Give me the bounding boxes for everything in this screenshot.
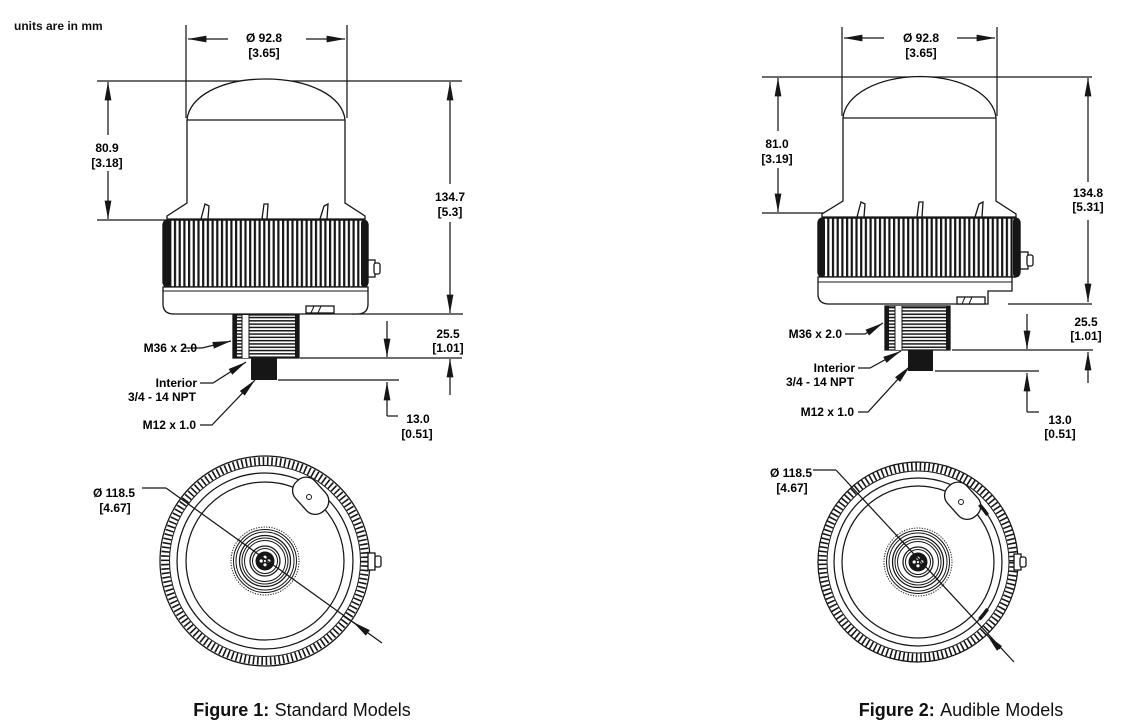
fig1-total-height-mm: 134.7 xyxy=(435,190,465,204)
fig2-bottom-side-port xyxy=(1013,553,1027,571)
fig2-top-diameter-in: [3.65] xyxy=(905,46,936,60)
lens-tab-left xyxy=(200,203,210,220)
fig1-mounting-tab xyxy=(291,476,330,516)
fig2-interior-label-line2: 3/4 - 14 NPT xyxy=(786,375,855,389)
figure1-caption-label: Figure 1: xyxy=(193,700,270,720)
fig1-bottom-side-port xyxy=(367,552,382,571)
fig1-total-height-in: [5.3] xyxy=(438,205,463,219)
fig1-base xyxy=(162,286,369,315)
mounting-stud-m36 xyxy=(232,314,300,359)
fig1-center-connector xyxy=(230,526,300,596)
fig2-connector-height-mm: 13.0 xyxy=(1048,413,1072,427)
figure1-side-view xyxy=(97,25,463,381)
fig2-lens-height-in: [3.19] xyxy=(761,152,792,166)
figure1-caption-text: Standard Models xyxy=(274,700,411,720)
fig2-top-diameter-mm: Ø 92.8 xyxy=(903,31,939,45)
fig2-m12-connector xyxy=(908,350,933,371)
fig1-top-diameter-mm: Ø 92.8 xyxy=(246,31,282,45)
figure1-caption: Figure 1:Standard Models xyxy=(150,700,454,721)
fig1-stud-height-mm: 25.5 xyxy=(436,327,460,341)
fig2-center-connector xyxy=(883,527,953,597)
fig2-stud-height-in: [1.01] xyxy=(1070,329,1101,343)
figure2-caption-label: Figure 2: xyxy=(858,700,935,720)
fig1-lens-height-in: [3.18] xyxy=(91,156,122,170)
lens-tab-right xyxy=(319,202,329,220)
fig1-base-diameter-mm: Ø 118.5 xyxy=(93,486,135,500)
fig2-diameter-leader xyxy=(835,469,1015,663)
fig2-thread-label: M36 x 2.0 xyxy=(789,327,843,341)
fig1-knurl-ticks xyxy=(161,457,369,665)
fig2-audio-slot-upper xyxy=(978,503,990,516)
fig2-lens-height-mm: 81.0 xyxy=(765,137,789,151)
fig1-tab-hole xyxy=(306,494,312,500)
fig2-total-height-mm: 134.8 xyxy=(1073,186,1103,200)
fig1-stud-height-in: [1.01] xyxy=(432,341,463,355)
fig2-connector-height-in: [0.51] xyxy=(1044,427,1075,441)
fig2-lens-dome xyxy=(821,75,1017,218)
lens-tab-center xyxy=(261,203,269,220)
units-note: units are in mm xyxy=(14,19,103,33)
figure2-caption-text: Audible Models xyxy=(940,700,1064,720)
fig1-connector-height-mm: 13.0 xyxy=(406,412,430,426)
figure2-dimensions: Ø 92.8 [3.65] 81.0 [3.19] 134.8 [5.31] 2… xyxy=(761,31,1103,441)
fig1-connector-height-in: [0.51] xyxy=(401,427,432,441)
figure2-side-view xyxy=(762,27,1093,372)
fig2-interior-label-line1: Interior xyxy=(814,361,856,375)
figure2-caption: Figure 2:Audible Models xyxy=(809,700,1113,721)
fig2-side-port xyxy=(1019,251,1034,270)
fig1-lens-height-mm: 80.9 xyxy=(95,141,119,155)
fig2-base xyxy=(817,276,1013,305)
fig1-top-diameter-in: [3.65] xyxy=(248,46,279,60)
lens-dome xyxy=(166,78,366,220)
fig2-knurled-ring xyxy=(817,217,1021,278)
figure1-dimensions: Ø 92.8 [3.65] 80.9 [3.18] 134.7 [5.3] 25… xyxy=(91,31,465,441)
fig2-total-height-in: [5.31] xyxy=(1072,200,1103,214)
fig2-base-diameter-in: [4.67] xyxy=(776,481,807,495)
fig1-diameter-leader xyxy=(165,487,383,644)
fig2-base-diameter-mm: Ø 118.5 xyxy=(770,466,812,480)
fig1-m12-label: M12 x 1.0 xyxy=(143,418,197,432)
knurled-ring xyxy=(162,219,369,288)
fig1-thread-label: M36 x 2.0 xyxy=(144,341,198,355)
fig2-m12-label: M12 x 1.0 xyxy=(801,405,855,419)
fig2-stud-height-mm: 25.5 xyxy=(1074,315,1098,329)
fig1-interior-label-line1: Interior xyxy=(156,376,198,390)
figure2-bottom-view: Ø 118.5 [4.67] xyxy=(770,461,1027,663)
figure1-bottom-view: Ø 118.5 [4.67] xyxy=(93,455,383,667)
fig2-tab-hole xyxy=(958,499,964,505)
fig1-interior-label-line2: 3/4 - 14 NPT xyxy=(128,390,197,404)
fig1-base-diameter-in: [4.67] xyxy=(99,501,130,515)
m12-connector xyxy=(251,358,277,380)
fig2-audio-slot-lower xyxy=(978,608,990,621)
fig2-mounting-tab xyxy=(943,481,982,521)
fig1-side-port xyxy=(366,259,381,278)
fig2-mounting-stud-m36 xyxy=(884,305,951,351)
